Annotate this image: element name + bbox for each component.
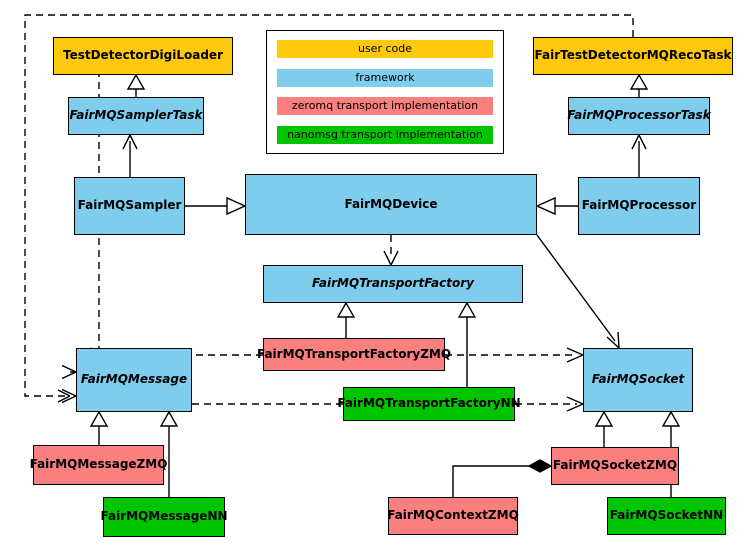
legend-panel: user code framework zeromq transport imp…	[266, 30, 504, 154]
class-box-fair-mq-transport-factory[interactable]: FairMQTransportFactory	[263, 265, 523, 303]
class-box-fair-mq-message[interactable]: FairMQMessage	[76, 348, 192, 412]
edge-factorynn-to-transportfactory	[457, 301, 477, 387]
edge-factorynn-to-socket	[515, 396, 584, 412]
edge-processortask-to-recotask	[629, 73, 649, 97]
edge-samplertask-to-digiloader	[126, 73, 146, 97]
edge-socketzmq-to-socket	[594, 410, 614, 447]
edge-socketzmq-to-contextzmq	[452, 459, 553, 497]
class-box-fair-mq-message-zmq[interactable]: FairMQMessageZMQ	[30, 445, 167, 485]
legend-item-zeromq: zeromq transport implementation	[277, 97, 493, 116]
class-box-fair-mq-device[interactable]: FairMQDevice	[245, 174, 537, 235]
legend-item-framework: framework	[277, 68, 493, 87]
edge-messagenn-to-message	[159, 410, 179, 497]
edge-factoryzmq-to-socket	[445, 347, 584, 363]
class-box-fair-mq-processor[interactable]: FairMQProcessor	[578, 177, 700, 235]
class-box-fair-mq-socket-zmq[interactable]: FairMQSocketZMQ	[551, 447, 679, 485]
class-box-fair-test-detector-mq-reco-task[interactable]: FairTestDetectorMQRecoTask	[533, 37, 733, 75]
edge-sampler-to-device	[185, 196, 247, 216]
legend-item-user-code: user code	[277, 40, 493, 58]
edge-messagezmq-to-message	[89, 410, 109, 445]
class-box-fair-mq-sampler[interactable]: FairMQSampler	[74, 177, 185, 235]
class-box-fair-mq-socket-nn[interactable]: FairMQSocketNN	[607, 497, 726, 535]
edge-recotask-to-message	[24, 14, 634, 404]
edge-device-to-transportfactory	[383, 235, 399, 266]
class-box-fair-mq-processor-task[interactable]: FairMQProcessorTask	[567, 97, 711, 135]
class-box-fair-mq-transport-factory-zmq[interactable]: FairMQTransportFactoryZMQ	[257, 338, 451, 371]
edge-sampler-to-samplertask	[122, 134, 138, 177]
edge-processor-to-processortask	[631, 134, 647, 177]
edge-device-to-socket	[536, 234, 620, 349]
class-box-fair-mq-transport-factory-nn[interactable]: FairMQTransportFactoryNN	[337, 387, 521, 421]
class-box-fair-mq-message-nn[interactable]: FairMQMessageNN	[100, 497, 228, 537]
legend-item-nanomsg: nanomsg transport implementation	[277, 125, 493, 144]
class-box-fair-mq-context-zmq[interactable]: FairMQContextZMQ	[387, 497, 519, 535]
edge-processor-to-device	[535, 196, 578, 216]
class-box-test-detector-digi-loader[interactable]: TestDetectorDigiLoader	[53, 37, 233, 75]
edge-factoryzmq-to-transportfactory	[336, 301, 356, 338]
class-box-fair-mq-socket[interactable]: FairMQSocket	[583, 348, 693, 412]
class-box-fair-mq-sampler-task[interactable]: FairMQSamplerTask	[68, 97, 204, 135]
